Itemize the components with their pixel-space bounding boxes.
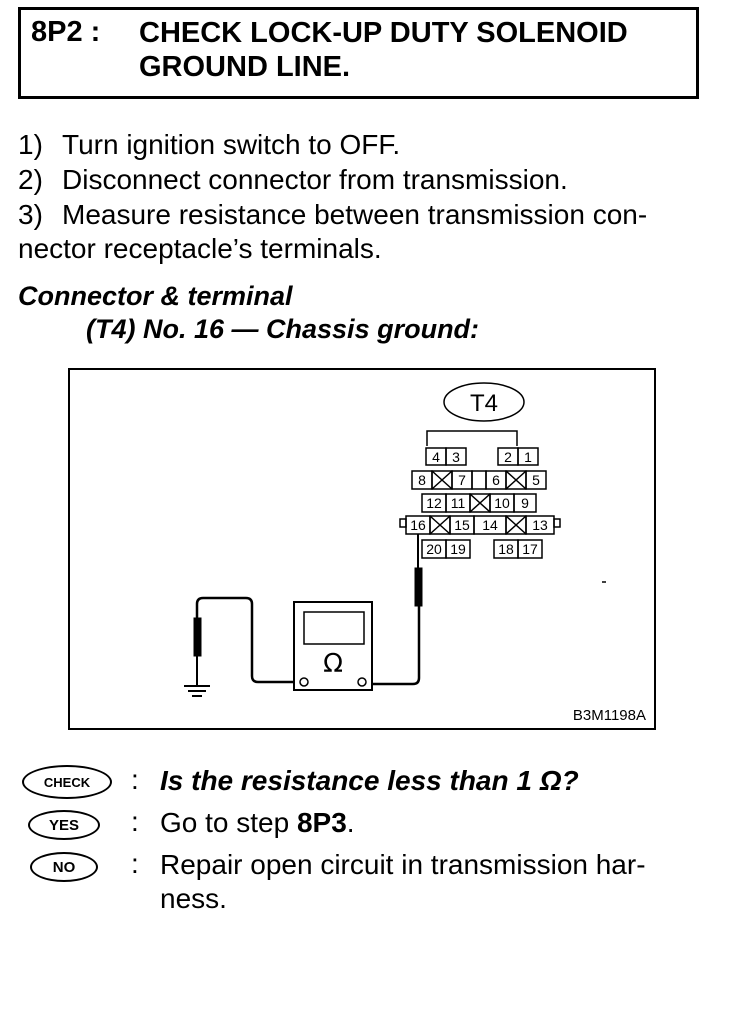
- connector-heading: Connector & terminal: [18, 281, 293, 311]
- step-title-line2: GROUND LINE.: [139, 51, 351, 83]
- instruction-2: 2) Disconnect connector from transmission…: [18, 163, 568, 197]
- terminal-label: 12: [426, 495, 442, 511]
- terminal-label: 5: [532, 472, 540, 488]
- no-colon: :: [131, 848, 139, 879]
- yes-badge: YES: [28, 810, 100, 840]
- step-title: CHECK LOCK-UP DUTY SOLENOID GROUND LINE.: [139, 16, 689, 84]
- terminal-label: 1: [524, 449, 532, 465]
- no-answer: Repair open circuit in transmission har-…: [160, 848, 720, 916]
- terminal-label: 4: [432, 449, 440, 465]
- check-badge: CHECK: [22, 765, 112, 799]
- terminal-label: 14: [482, 517, 498, 533]
- instruction-3: 3) Measure resistance between transmissio…: [18, 198, 647, 232]
- step-header-box: 8P2 : CHECK LOCK-UP DUTY SOLENOID GROUND…: [18, 7, 699, 99]
- ohmmeter: Ω: [293, 601, 373, 691]
- instruction-number: 2): [18, 164, 43, 195]
- terminal-label: 2: [504, 449, 512, 465]
- instruction-text: Disconnect connector from transmission.: [62, 164, 568, 195]
- instruction-3-continued: nector receptacle’s terminals.: [18, 232, 382, 266]
- terminal-row-4: [399, 515, 561, 535]
- terminal-row-2: [411, 470, 547, 490]
- instruction-text: Measure resistance between transmission …: [62, 199, 648, 230]
- connector-subheading: (T4) No. 16 — Chassis ground:: [86, 314, 480, 344]
- terminal-label: 8: [418, 472, 426, 488]
- terminal-label: 13: [532, 517, 548, 533]
- instruction-number: 1): [18, 129, 43, 160]
- probe-right: [414, 567, 423, 607]
- terminal-label: 15: [454, 517, 470, 533]
- terminal-label: 6: [492, 472, 500, 488]
- yes-step-ref: 8P3: [296, 807, 347, 838]
- connector-label: T4: [470, 390, 498, 417]
- terminal-label: 3: [452, 449, 460, 465]
- terminal-row-1: [425, 447, 539, 466]
- terminal-label: 9: [521, 495, 529, 511]
- wire-left: [195, 596, 302, 684]
- ohm-symbol: Ω: [323, 649, 343, 679]
- terminal-row-3: [421, 493, 537, 513]
- check-colon: :: [131, 764, 139, 795]
- no-badge: NO: [30, 852, 98, 882]
- instruction-text: nector receptacle’s terminals.: [18, 233, 382, 264]
- yes-answer-suffix: .: [346, 807, 355, 838]
- terminal-label: 19: [450, 541, 466, 557]
- figure-code: B3M1198A: [572, 707, 646, 724]
- no-answer-line1: Repair open circuit in transmission har-: [160, 849, 646, 880]
- terminal-label: 20: [426, 541, 442, 557]
- wire-right: [366, 606, 421, 686]
- terminal-label: 11: [451, 495, 466, 511]
- wiring-figure: T4: [68, 368, 656, 730]
- probe-left: [193, 617, 202, 657]
- instruction-number: 3): [18, 199, 43, 230]
- step-id: 8P2 :: [31, 16, 101, 48]
- terminal-label: 7: [458, 472, 466, 488]
- yes-colon: :: [131, 806, 139, 837]
- terminal-label: 17: [522, 541, 538, 557]
- connector-label-ellipse: [443, 382, 525, 422]
- wiring-diagram: T4: [184, 382, 606, 697]
- step-title-line1: CHECK LOCK-UP DUTY SOLENOID: [139, 17, 628, 49]
- terminal-label: 16: [410, 517, 426, 533]
- yes-answer: Go to step 8P3.: [160, 806, 720, 840]
- no-answer-line2: ness.: [160, 883, 227, 914]
- instruction-1: 1) Turn ignition switch to OFF.: [18, 128, 400, 162]
- terminal-row-5: [421, 539, 543, 559]
- check-question: Is the resistance less than 1 Ω?: [160, 765, 579, 796]
- connector-latch: [426, 430, 518, 446]
- terminal-label: 18: [498, 541, 514, 557]
- instruction-text: Turn ignition switch to OFF.: [62, 129, 401, 160]
- ground-icon: [184, 685, 210, 697]
- yes-answer-text: Go to step: [160, 807, 297, 838]
- terminal-label: 10: [494, 495, 510, 511]
